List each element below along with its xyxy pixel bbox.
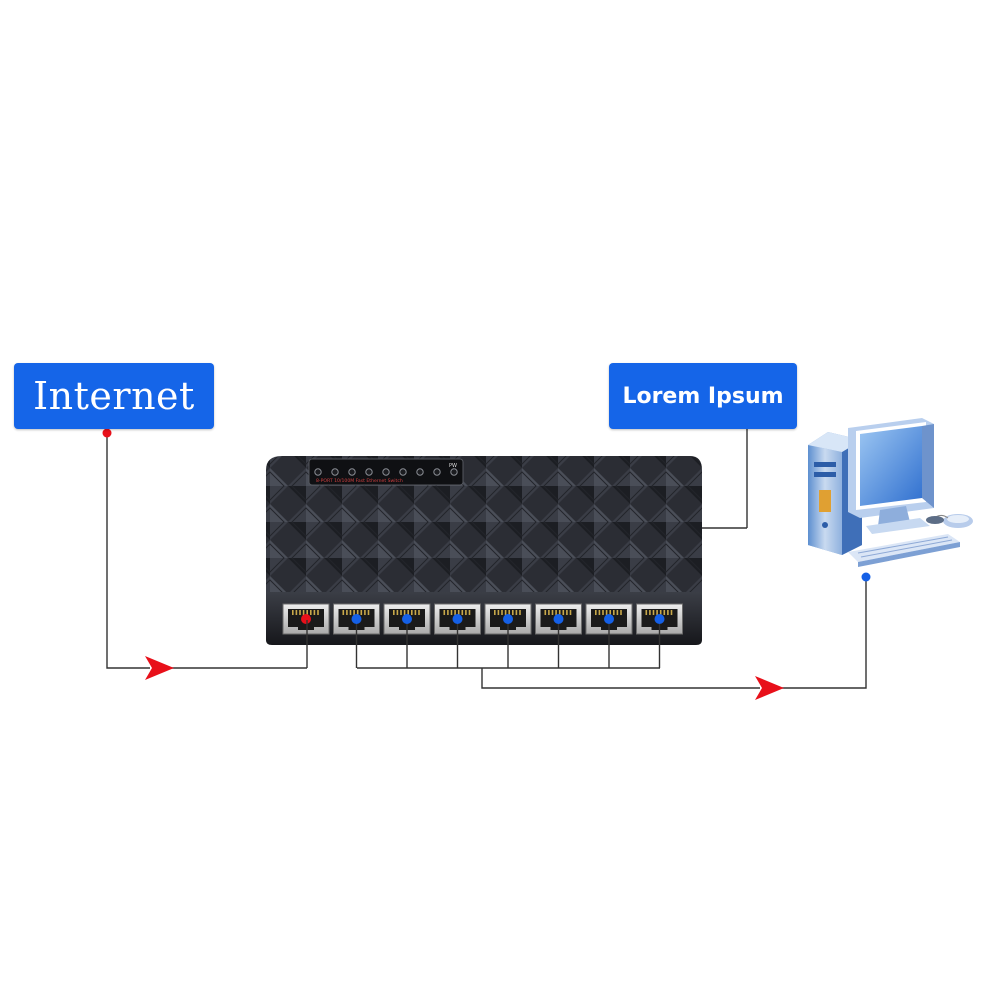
computer-line [782, 577, 867, 689]
power-led-label: PW [449, 463, 457, 469]
port-drop-lines [355, 624, 661, 668]
ethernet-ports [282, 603, 683, 635]
lan-port-dot [503, 614, 513, 624]
uplink-port-dot [301, 614, 311, 624]
lan-arrow [755, 676, 784, 700]
lan-port-dot [604, 614, 614, 624]
lan-output-line [481, 668, 760, 689]
destination-label: Lorem Ipsum [622, 383, 784, 409]
destination-label-box: Lorem Ipsum [609, 363, 797, 429]
switch-top-surface [266, 456, 702, 598]
ethernet-port [535, 603, 582, 635]
lan-port-dot [351, 614, 362, 624]
power-led [450, 468, 458, 476]
internet-label: Internet [33, 374, 195, 418]
ethernet-port [484, 603, 532, 635]
port-led [331, 468, 339, 476]
internet-line [106, 434, 150, 669]
ethernet-switch: 8-PORT 10/100M Fast Ethernet Switch PW [266, 456, 702, 645]
lan-port-dot [402, 614, 412, 624]
switch-model-label: 8-PORT 10/100M Fast Ethernet Switch [316, 478, 403, 484]
led-indicators [314, 468, 458, 476]
port-led [314, 468, 322, 476]
internet-arrow [145, 656, 174, 680]
computer-connector-dot [861, 572, 871, 582]
lan-port-dot [654, 614, 665, 624]
port-led [382, 468, 390, 476]
internet-connector-dot [102, 428, 112, 438]
lan-port-dot [452, 614, 463, 624]
port-led [399, 468, 407, 476]
port-led [433, 468, 441, 476]
ethernet-port [282, 603, 330, 635]
lan-port-dot [553, 614, 564, 624]
desktop-computer-icon [808, 418, 973, 567]
port-led [416, 468, 424, 476]
port-led [348, 468, 356, 476]
port-led [365, 468, 373, 476]
internet-label-box: Internet [14, 363, 214, 429]
